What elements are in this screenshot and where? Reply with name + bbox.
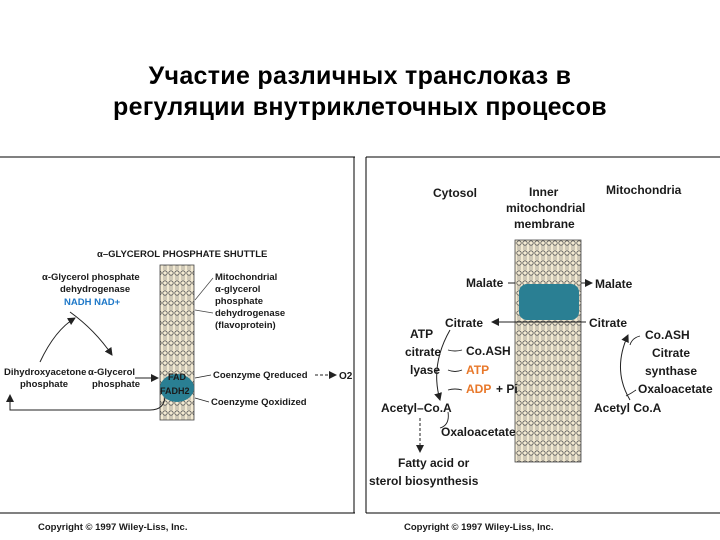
acetyl-coa-right: Acetyl Co.A (594, 401, 662, 415)
citrate-right: Citrate (589, 316, 627, 330)
cyto-enzyme-line-2: dehydrogenase (60, 284, 130, 295)
atp-citrate-lyase-3: lyase (410, 363, 440, 377)
oxaloacetate-right: Oxaloacetate (638, 382, 713, 396)
right-panel-frame (365, 156, 720, 514)
nadh-label: NADH NAD+ (64, 297, 121, 308)
mito-enzyme-line-1: Mitochondrial (215, 272, 277, 283)
dhap-line-2: phosphate (20, 379, 68, 390)
citrate-synthase-1: Citrate (652, 346, 690, 360)
mito-enzyme-line-5: (flavoprotein) (215, 320, 276, 331)
slide-title: Участие различных транслоказ в регуляции… (0, 61, 720, 123)
adp-orange: ADP (466, 382, 491, 396)
o2-label: O2 (339, 371, 353, 382)
title-line-2: регуляции внутриклеточных процесов (113, 93, 607, 121)
right-membrane (514, 239, 582, 463)
atp-orange: ATP (466, 363, 489, 377)
cytosol-label: Cytosol (433, 186, 477, 200)
left-shuttle-diagram: α–GLYCEROL PHOSPHATE SHUTTLE α-Glycerol … (4, 249, 353, 533)
mito-enzyme-line-3: phosphate (215, 296, 263, 307)
atp-citrate-lyase-2: citrate (405, 345, 441, 359)
shuttle-heading: α–GLYCEROL PHOSPHATE SHUTTLE (97, 249, 267, 260)
mito-enzyme-line-2: α-glycerol (215, 284, 260, 295)
right-shuttle-diagram: Cytosol Inner mitochondrial membrane Mit… (369, 183, 713, 533)
coash-right: Co.ASH (645, 328, 690, 342)
citrate-synthase-2: synthase (645, 364, 697, 378)
membrane-label-2: mitochondrial (506, 201, 585, 215)
fadh2-label: FADH2 (160, 386, 190, 396)
left-panel-frame (0, 156, 355, 514)
coq-reduced-label: Coenzyme Qreduced (213, 370, 308, 381)
mito-enzyme-line-4: dehydrogenase (215, 308, 285, 319)
title-line-1: Участие различных транслоказ в (148, 62, 572, 90)
citrate-left: Citrate (445, 316, 483, 330)
membrane-label-3: membrane (514, 217, 575, 231)
membrane-label-1: Inner (529, 185, 559, 199)
right-copyright: Copyright © 1997 Wiley-Liss, Inc. (404, 522, 553, 533)
cyto-enzyme-line-1: α-Glycerol phosphate (42, 272, 140, 283)
malate-carrier (519, 284, 579, 320)
oxaloacetate-left: Oxaloacetate (441, 425, 516, 439)
malate-left: Malate (466, 276, 504, 290)
acetyl-coa-left: Acetyl–Co.A (381, 401, 452, 415)
coash-left: Co.ASH (466, 344, 511, 358)
coq-oxidized-label: Coenzyme Qoxidized (211, 397, 307, 408)
fatty-acid-2: sterol biosynthesis (369, 474, 479, 488)
plus-pi: + Pi (496, 382, 518, 396)
fatty-acid-1: Fatty acid or (398, 456, 470, 470)
gp-line-1: α-Glycerol (88, 367, 135, 378)
fad-label: FAD (168, 372, 187, 382)
fad-carrier (160, 374, 194, 402)
left-copyright: Copyright © 1997 Wiley-Liss, Inc. (38, 522, 187, 533)
dhap-line-1: Dihydroxyacetone (4, 367, 86, 378)
mitochondria-label: Mitochondria (606, 183, 682, 197)
gp-line-2: phosphate (92, 379, 140, 390)
atp-citrate-lyase-1: ATP (410, 327, 433, 341)
malate-right: Malate (595, 277, 633, 291)
